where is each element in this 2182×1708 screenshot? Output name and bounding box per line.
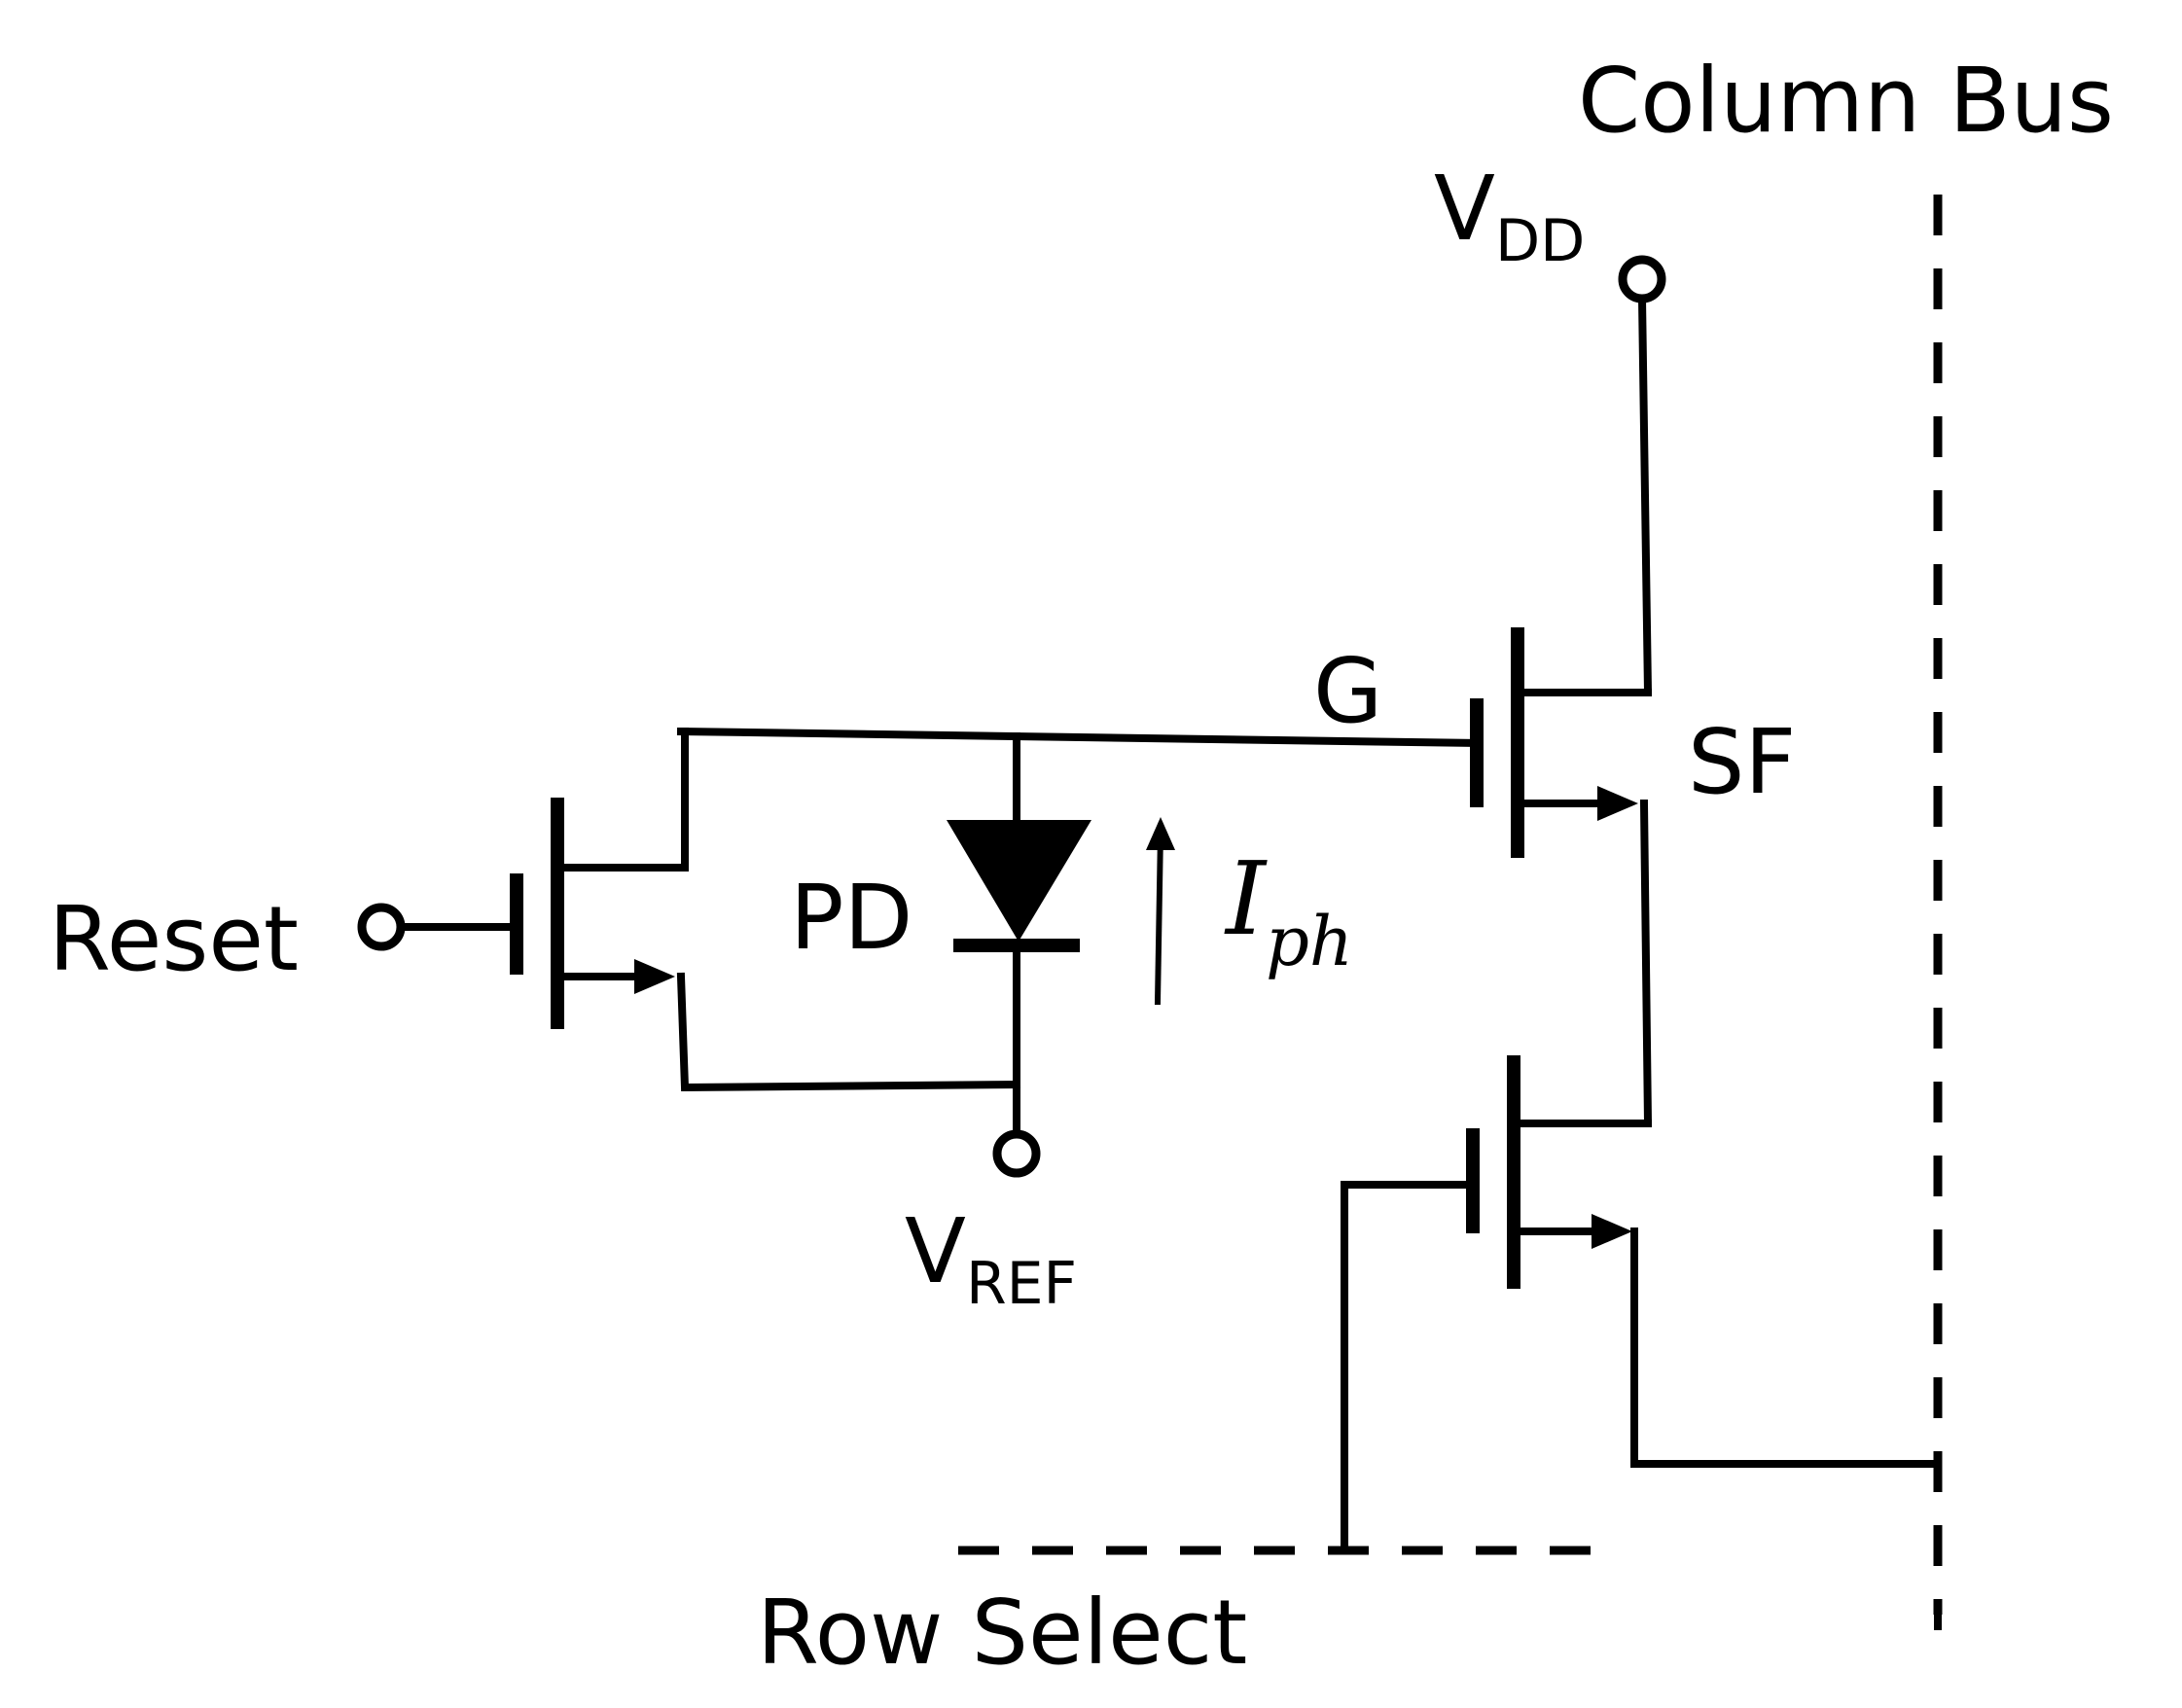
gate-label: G — [1313, 639, 1382, 743]
vref-label-main: V — [905, 1199, 966, 1303]
sf-label: SF — [1688, 710, 1796, 814]
photocurrent-arrowhead — [1146, 817, 1175, 850]
vdd-label: VDD — [1434, 157, 1585, 275]
column-bus-label: Column Bus — [1578, 49, 2114, 153]
reset-label: Reset — [49, 887, 299, 991]
vdd-wire — [1637, 294, 1653, 697]
iph-label-main: I — [1224, 839, 1268, 958]
sf-to-rs-wire — [1639, 799, 1653, 1128]
rs-output-wire — [1630, 1228, 1942, 1468]
reset-drain-lead — [554, 728, 689, 872]
vref-label: VREF — [905, 1199, 1077, 1318]
sf-source-arrow — [1597, 786, 1638, 821]
vdd-label-main: V — [1434, 157, 1495, 261]
vref-label-sub: REF — [966, 1250, 1077, 1318]
reset-source-arrow — [634, 959, 675, 994]
rs-source-arrow — [1592, 1214, 1632, 1249]
pd-label: PD — [790, 866, 912, 970]
reset-terminal — [357, 903, 406, 951]
vref-terminal — [992, 1129, 1041, 1178]
vdd-terminal — [1618, 255, 1666, 303]
photocurrent-label: Iph — [1224, 839, 1353, 981]
reset-to-vref-wire — [676, 972, 1021, 1092]
vdd-label-sub: DD — [1495, 207, 1585, 275]
iph-label-sub: ph — [1266, 902, 1353, 981]
row-select-label: Row Select — [757, 1581, 1247, 1685]
photodiode-symbol — [947, 820, 1091, 942]
rs-gate-wire — [1341, 1181, 1477, 1554]
gate-node-wire — [676, 727, 1482, 748]
photocurrent-arrow — [1154, 828, 1164, 1006]
